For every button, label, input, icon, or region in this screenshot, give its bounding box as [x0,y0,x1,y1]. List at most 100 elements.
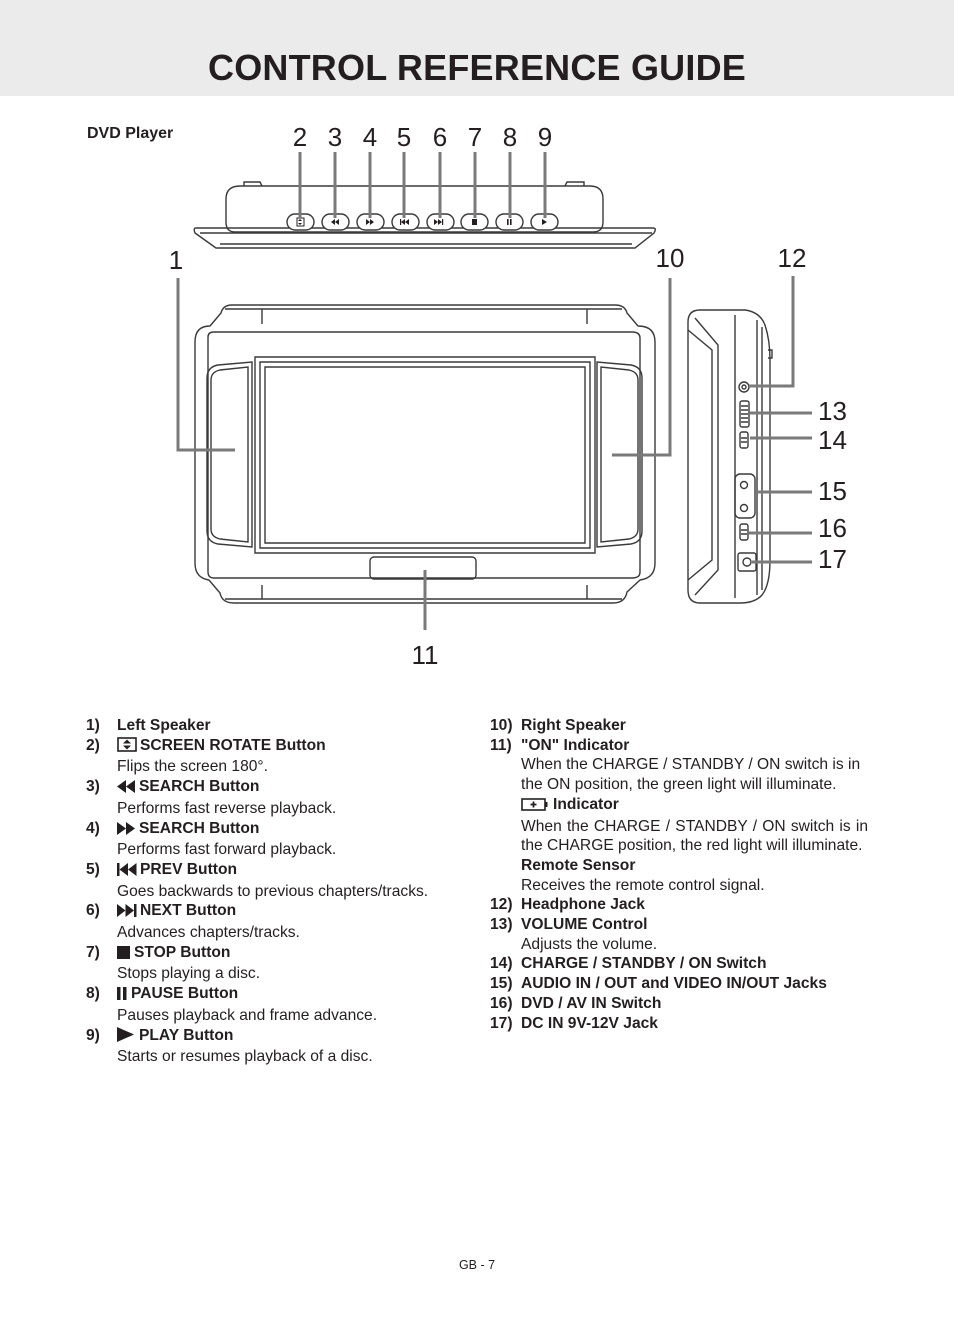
callout-8: 8 [503,122,517,152]
item-description: When the CHARGE / STANDBY / ON switch is… [521,817,868,855]
list-item: 1) Left Speaker [86,716,456,736]
play-icon [117,1026,134,1048]
item-heading: VOLUME Control [521,916,648,934]
callout-1: 1 [169,245,183,275]
callout-15: 15 [818,476,847,506]
list-item: 7) STOP Button Stops playing a disc. [86,943,456,984]
item-heading: STOP Button [134,943,231,961]
item-description: Performs fast reverse playback. [117,799,337,817]
item-description: Receives the remote control signal. [521,876,765,894]
callout-3: 3 [328,122,342,152]
callout-10: 10 [656,243,685,273]
callout-12: 12 [778,243,807,273]
list-item: 3) SEARCH Button Performs fast reverse p… [86,777,456,818]
item-description: Goes backwards to previous chapters/trac… [117,882,429,900]
list-item: 17) DC IN 9V-12V Jack [490,1014,868,1034]
item-heading: Left Speaker [117,717,211,734]
item-heading: SCREEN ROTATE Button [140,736,326,754]
callout-6: 6 [433,122,447,152]
pause-icon [117,986,128,1006]
item-description: Advances chapters/tracks. [117,924,300,942]
item-number: 10) [490,717,513,734]
top-button-glyphs [296,217,547,227]
item-description: Starts or resumes playback of a disc. [117,1048,373,1066]
list-item: 6) NEXT Button Advances chapters/tracks. [86,901,456,942]
item-number: 6) [86,902,100,920]
list-item: 12) Headphone Jack [490,895,868,915]
callout-11: 11 [412,640,439,670]
dvd-player-diagram: 2 3 4 5 6 7 8 9 1 10 12 11 13 14 15 16 1… [169,122,847,670]
item-description: Stops playing a disc. [117,965,261,983]
side-view [687,309,773,604]
item-number: 2) [86,736,100,754]
callout-7: 7 [468,122,482,152]
callout-numbers: 2 3 4 5 6 7 8 9 1 10 12 11 [169,122,807,670]
sub-heading-charge-indicator: Indicator [553,795,619,813]
item-number: 15) [490,975,513,993]
callout-9: 9 [538,122,552,152]
list-item: 10) Right Speaker [490,716,868,736]
item-number: 3) [86,778,100,796]
item-heading: DC IN 9V-12V Jack [521,1014,658,1032]
list-item: 2) SCREEN ROTATE Button Flips the screen… [86,736,456,777]
section-label: DVD Player [87,125,174,142]
callout-numbers-right: 13 14 15 16 17 [818,396,847,574]
battery-charge-icon [521,797,548,817]
right-column: 10) Right Speaker 11) "ON" Indicator Whe… [490,716,868,1033]
prev-icon [117,862,137,882]
item-heading: SEARCH Button [139,819,260,837]
list-item: 4) SEARCH Button Performs fast forward p… [86,819,456,860]
list-item: 8) PAUSE Button Pauses playback and fram… [86,984,456,1025]
item-description: Performs fast forward playback. [117,841,337,859]
item-heading: PLAY Button [139,1026,234,1044]
item-heading: Right Speaker [521,717,626,734]
page-title: CONTROL REFERENCE GUIDE [208,47,746,88]
item-heading: Headphone Jack [521,896,645,914]
front-view [194,304,656,604]
item-heading: NEXT Button [140,902,237,920]
list-item: 11) "ON" Indicator When the CHARGE / STA… [490,736,868,896]
item-number: 12) [490,896,513,914]
callout-17: 17 [818,544,847,574]
callout-16: 16 [818,513,847,543]
list-item: 5) PREV Button Goes backwards to previou… [86,860,456,901]
list-item: 15) AUDIO IN / OUT and VIDEO IN/OUT Jack… [490,974,868,994]
next-icon [117,903,137,923]
item-number: 7) [86,943,100,961]
stop-icon [117,945,131,965]
item-heading: PAUSE Button [131,985,239,1003]
list-item: 14) CHARGE / STANDBY / ON Switch [490,954,868,974]
header-band [0,0,954,96]
fast-forward-icon [117,821,136,841]
item-heading: SEARCH Button [139,778,260,796]
rewind-icon [117,779,136,799]
item-heading: DVD / AV IN Switch [521,994,662,1012]
item-number: 8) [86,985,100,1003]
callout-5: 5 [397,122,411,152]
item-number: 13) [490,916,513,934]
item-heading: PREV Button [140,860,238,878]
page-number: GB - 7 [458,1258,496,1272]
list-item: 13) VOLUME Control Adjusts the volume. [490,915,868,954]
item-description: When the CHARGE / STANDBY / ON switch is… [521,756,861,794]
callout-2: 2 [293,122,307,152]
item-number: 9) [86,1026,100,1044]
item-heading: CHARGE / STANDBY / ON Switch [521,955,767,973]
item-number: 16) [490,994,513,1012]
list-item: 16) DVD / AV IN Switch [490,994,868,1014]
item-description: Pauses playback and frame advance. [117,1006,378,1024]
item-number: 5) [86,860,100,878]
item-heading: "ON" Indicator [521,736,630,754]
left-column: 1) Left Speaker 2) SCREEN ROTATE Button … [86,716,456,1067]
item-number: 17) [490,1014,513,1032]
callout-14: 14 [818,425,847,455]
top-view [193,181,656,249]
item-description: Adjusts the volume. [521,935,658,953]
rotate-icon [117,736,137,758]
leader-lines [176,152,812,630]
callout-13: 13 [818,396,847,426]
item-description: Flips the screen 180°. [117,758,268,776]
list-item: 9) PLAY Button Starts or resumes playbac… [86,1026,456,1067]
item-heading: AUDIO IN / OUT and VIDEO IN/OUT Jacks [521,975,827,993]
sub-heading-remote-sensor: Remote Sensor [521,856,636,874]
